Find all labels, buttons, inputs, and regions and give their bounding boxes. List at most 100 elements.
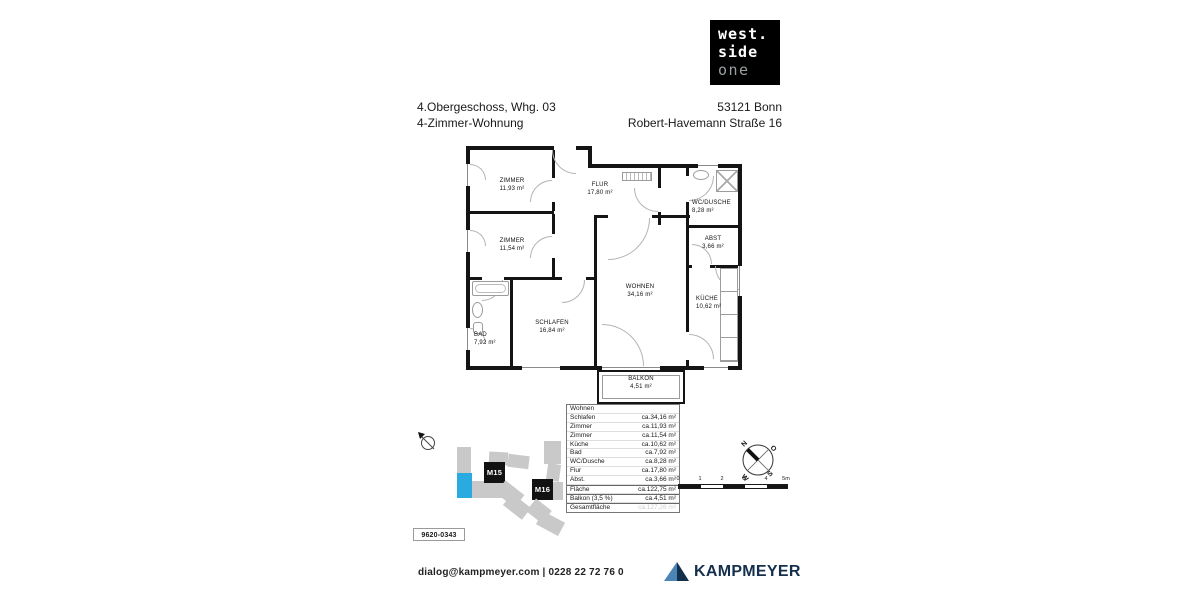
westside-one-logo: west. side one (710, 20, 780, 85)
building-block (553, 482, 563, 500)
door-opening (608, 215, 652, 218)
window-opening (466, 328, 470, 350)
property-address: 53121 Bonn Robert-Havemann Straße 16 (580, 99, 782, 131)
bathtub-inner (475, 284, 506, 293)
compass-w: W (740, 473, 750, 481)
scale-segment (723, 485, 745, 488)
table-row-flaeche: Fläche ca.122,75 m² (567, 485, 679, 494)
table-row-balkon: Balkon (3,5 %)ca.4,51 m² (567, 493, 679, 503)
scale-bar: 0 1 2 3 4 5m (676, 476, 790, 490)
room-name: FLUR (591, 182, 609, 188)
address-line-2: Robert-Havemann Straße 16 (627, 116, 782, 130)
room-area: 7,92 m² (474, 339, 496, 346)
kampmeyer-logo: KAMPMEYER (664, 561, 801, 582)
door-opening (658, 188, 661, 212)
room-name: ABST (704, 236, 722, 242)
door-opening (692, 265, 710, 268)
room-area: 4,51 m² (630, 383, 652, 390)
row-label: Küche (570, 440, 589, 448)
window-line (467, 328, 468, 350)
wall (470, 277, 596, 280)
wardrobe-fixture (622, 172, 652, 181)
door-opening (686, 332, 689, 360)
row-value: ca.3,66 m² (645, 476, 676, 484)
room-area: 16,84 m² (539, 327, 565, 334)
table-row-gesamtflaeche: Gesamtfläche ca.127,26 m² (567, 502, 679, 512)
building-label-m16: M16 (532, 479, 553, 500)
entrance-opening (554, 146, 576, 150)
balcony-outline (597, 370, 685, 404)
room-area: 8,28 m² (692, 207, 714, 214)
wall (466, 146, 470, 370)
building-block (472, 481, 488, 498)
title-line-1: 4.Obergeschoss, Whg. 03 (417, 100, 556, 114)
room-area: 11,54 m² (499, 245, 525, 252)
row-value: ca.127,26 m² (638, 503, 676, 511)
room-name: WOHNEN (625, 284, 655, 290)
address-line-1: 53121 Bonn (717, 100, 782, 114)
door-arc (602, 324, 644, 366)
room-area: 11,93 m² (499, 185, 525, 192)
compass-s: S (766, 470, 774, 478)
wall (588, 146, 592, 168)
room-area: 10,62 m² (696, 303, 722, 310)
north-arrow-icon (418, 432, 435, 450)
room-name: BALKON (628, 376, 654, 382)
scale-tick-label: 4 (764, 476, 768, 482)
table-row: Abst.ca.3,66 m² (567, 476, 679, 486)
logo-line-1: west. (718, 25, 769, 43)
sink-fixture (693, 170, 709, 180)
window-opening (698, 164, 718, 168)
window-line (467, 164, 468, 186)
row-label: Fläche (570, 486, 590, 494)
room-area: 34,16 m² (627, 291, 653, 298)
scale-tick-label: 1 (698, 476, 702, 482)
highlighted-unit (457, 473, 472, 498)
wall (466, 146, 592, 150)
building-block (457, 447, 471, 473)
row-label: WC/Dusche (570, 458, 605, 466)
balcony-inner-line (602, 375, 680, 399)
brand-name: KAMPMEYER (694, 562, 801, 580)
door-opening (482, 277, 504, 280)
window-opening (522, 366, 560, 370)
row-value: ca.11,93 m² (642, 422, 676, 430)
compass-o: O (769, 444, 778, 453)
room-name: BAD (474, 332, 487, 338)
room-name: WC/DUSCHE (692, 200, 731, 206)
wall (686, 168, 689, 366)
kitchen-counter-fixture (720, 268, 738, 362)
door-opening (552, 178, 555, 202)
kampmeyer-triangle-icon (664, 562, 689, 581)
wall (689, 225, 742, 228)
window-line (602, 367, 660, 368)
sink-fixture (472, 302, 483, 318)
row-label: Gesamtfläche (570, 503, 611, 511)
door-arc (552, 150, 576, 174)
scale-tick-label: 0 (676, 476, 680, 482)
shower-fixture (716, 170, 738, 192)
row-label: Schlafen (570, 413, 596, 421)
room-area: 3,66 m² (702, 243, 724, 250)
row-label: Balkon (3,5 %) (570, 494, 613, 502)
row-label: Wohnen (570, 405, 595, 412)
wall (588, 164, 742, 168)
door-arc (562, 280, 585, 303)
scale-segment (767, 485, 787, 488)
toilet-fixture (473, 322, 483, 334)
row-value: ca.122,75 m² (638, 486, 676, 494)
door-opening (686, 176, 689, 202)
compass-n: N (740, 440, 749, 449)
room-area: 17,80 m² (587, 189, 613, 196)
